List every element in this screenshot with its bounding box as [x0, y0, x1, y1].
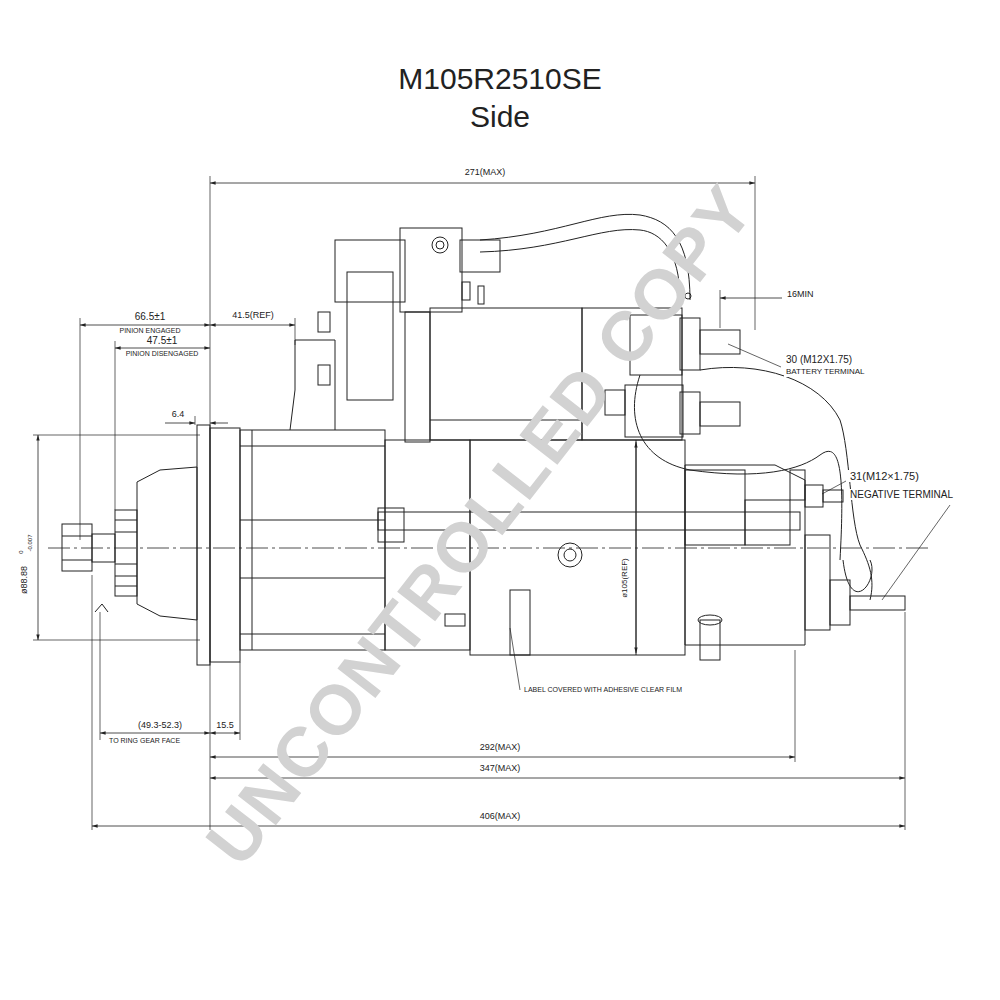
dimension: (49.3-52.3): [136, 721, 184, 731]
dimension: 292(MAX): [478, 743, 523, 753]
dimension-note: PINION ENGAGED: [117, 327, 182, 335]
tolerance: 0: [18, 549, 25, 554]
terminal-name: NEGATIVE TERMINAL: [848, 489, 955, 500]
dimension: ø105(REF): [621, 557, 630, 599]
dimension: 6.4: [170, 410, 187, 420]
dimension-note: TO RING GEAR FACE: [107, 737, 182, 745]
dimension: 66.5±1: [133, 311, 168, 322]
dimension: 47.5±1: [145, 335, 180, 346]
dimension-note: PINION DISENGAGED: [124, 350, 201, 358]
dimension: 271(MAX): [463, 168, 508, 178]
view-name: Side: [468, 100, 532, 133]
tolerance: -0.007: [27, 533, 34, 552]
terminal-name: BATTERY TERMINAL: [784, 368, 867, 377]
dimension: 16MIN: [785, 290, 816, 300]
dimension: 347(MAX): [478, 764, 523, 774]
dimension: 31(M12×1.75): [848, 470, 921, 482]
dimension: 15.5: [214, 721, 236, 731]
dimension: ø88.88: [20, 565, 30, 595]
dimension: 30 (M12X1.75): [784, 354, 854, 365]
dimension: 406(MAX): [478, 812, 523, 822]
drawing-title: M105R2510SE: [398, 62, 601, 95]
dimension: 41.5(REF): [230, 311, 276, 321]
note: LABEL COVERED WITH ADHESIVE CLEAR FILM: [522, 686, 684, 694]
